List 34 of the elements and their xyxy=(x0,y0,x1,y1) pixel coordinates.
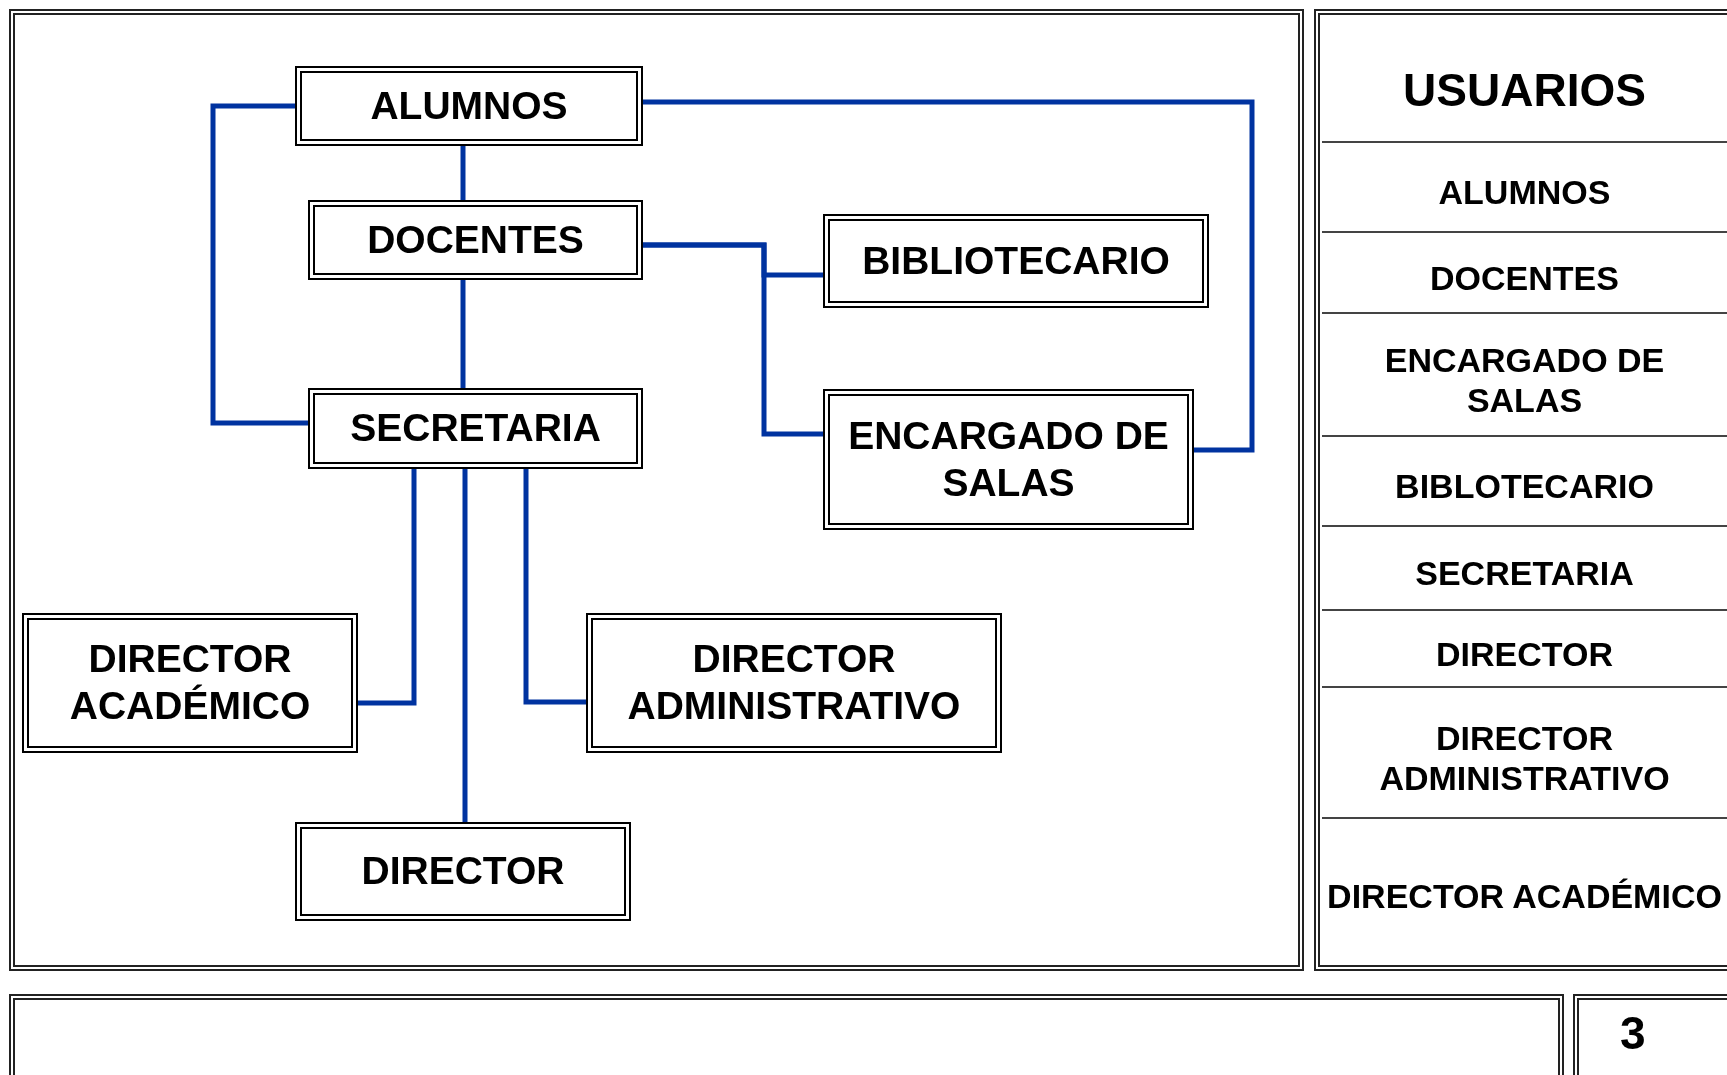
role-box xyxy=(295,822,631,921)
connector-line xyxy=(460,146,466,200)
connector-line xyxy=(643,99,1255,453)
connector-line xyxy=(462,469,468,822)
role-label: ALUMNOS xyxy=(369,82,569,129)
role-box xyxy=(823,389,1194,530)
connector-line xyxy=(643,242,823,437)
role-box xyxy=(586,613,1002,753)
user-role-entry: DIRECTOR xyxy=(1436,633,1613,675)
role-label: ENCARGADO DE SALAS xyxy=(847,412,1170,506)
user-role-entry: DOCENTES xyxy=(1430,257,1619,299)
user-role-entry: ALUMNOS xyxy=(1438,172,1611,213)
role-box xyxy=(308,200,643,280)
connector-line xyxy=(210,103,308,426)
role-label: DIRECTOR ADMINISTRATIVO xyxy=(626,636,962,729)
role-box xyxy=(823,214,1209,308)
connector-line xyxy=(523,469,586,705)
connector-line xyxy=(460,280,466,388)
role-box xyxy=(295,66,643,146)
role-label: BIBLIOTECARIO xyxy=(861,237,1171,284)
connector-line xyxy=(358,469,417,706)
user-role-entry: BIBLOTECARIO xyxy=(1395,466,1654,507)
role-label: DIRECTOR ACADÉMICO xyxy=(68,636,312,729)
role-label: DOCENTES xyxy=(366,216,585,263)
page-number: 3 xyxy=(1620,1010,1646,1056)
role-label: SECRETARIA xyxy=(349,405,602,452)
role-box xyxy=(308,388,643,469)
role-box xyxy=(22,613,358,753)
user-role-entry: DIRECTOR ACADÉMICO xyxy=(1327,875,1722,917)
user-role-entry: DIRECTOR ADMINISTRATIVO xyxy=(1378,718,1671,798)
panel-heading: USUARIOS xyxy=(1403,62,1646,117)
user-role-entry: ENCARGADO DE SALAS xyxy=(1383,340,1666,420)
role-label: DIRECTOR xyxy=(360,848,566,895)
user-role-entry: SECRETARIA xyxy=(1415,553,1634,594)
